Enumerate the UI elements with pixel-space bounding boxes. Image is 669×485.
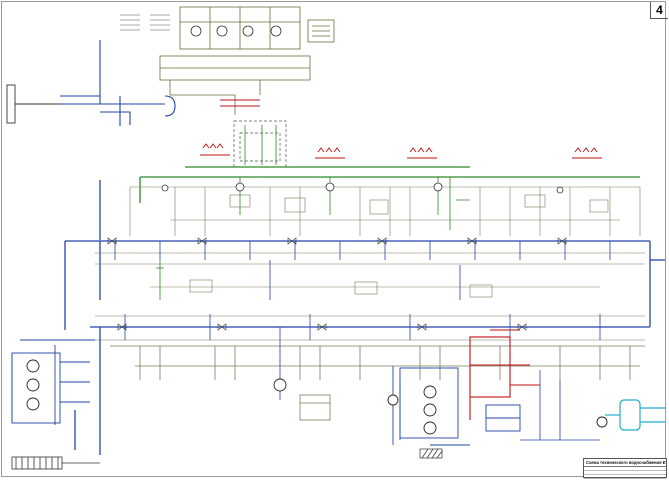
- left-intake-tank: [6, 84, 60, 124]
- central-dashed-module: [233, 120, 287, 168]
- right-tank: [605, 399, 665, 431]
- title-block-title: Схема технического водоснабжения ЕТЦ: [586, 460, 666, 465]
- left-pump-group: [11, 339, 95, 425]
- valve-symbols: [107, 237, 567, 331]
- hatched-tray: [419, 448, 443, 459]
- top-pump-circles: [190, 25, 282, 37]
- sheet-number: 4: [650, 2, 668, 19]
- cold-water-collectors: [64, 180, 665, 455]
- middle-equipment-rows: [95, 252, 645, 341]
- title-block-rows: [584, 466, 666, 479]
- central-module-valves: [244, 125, 277, 165]
- right-bottom-lines: [520, 370, 600, 441]
- center-pump: [273, 378, 287, 392]
- title-block: Схема технического водоснабжения ЕТЦ: [583, 458, 667, 479]
- bottom-left-tank: [11, 456, 100, 470]
- left-pump-circles: [26, 359, 40, 411]
- top-annotation-ticks: [120, 14, 170, 31]
- top-pump-house: [159, 6, 335, 115]
- red-drain-boxes: [485, 404, 521, 432]
- top-cold-water-feed: [60, 40, 176, 126]
- equipment-circles-row1: [161, 182, 564, 194]
- right-tank-pump: [596, 416, 608, 428]
- hot-water-collectors: [139, 166, 640, 203]
- red-drain-loop: [469, 329, 540, 420]
- lower-collector: [110, 345, 645, 421]
- right-pump-group: [392, 366, 470, 446]
- blue-branches: [114, 241, 611, 440]
- right-pump-circles: [387, 385, 437, 435]
- drain-markers-top: [200, 99, 602, 159]
- equipment-branches: [129, 186, 641, 236]
- green-branches: [156, 177, 470, 300]
